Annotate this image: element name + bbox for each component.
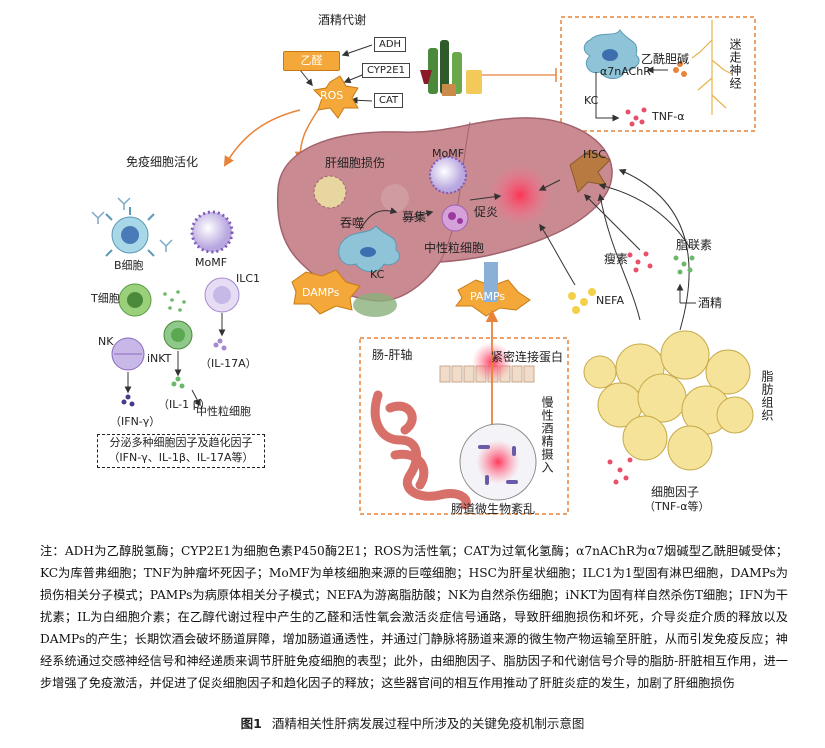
portal-vein: [484, 262, 498, 302]
ilc1-cell: [204, 277, 240, 313]
t-cell-secretion: [163, 290, 186, 312]
label-phagocytosis: 吞噬: [340, 216, 365, 230]
label-adipose: 脂肪组织: [760, 370, 774, 422]
label-cat: CAT: [374, 93, 404, 108]
secretion-line2: （IFN-γ、IL-1β、IL-17A等）: [108, 451, 254, 464]
label-nk: NK: [98, 335, 114, 348]
secretion-box: 分泌多种细胞因子及趋化因子 （IFN-γ、IL-1β、IL-17A等）: [97, 434, 265, 468]
diagram-canvas: 酒精代谢 ADH CYP2E1 CAT 乙醛 ROS 乙酰胆碱 α7nAChR …: [91, 13, 774, 516]
label-alcohol-inhibit: 酒精: [698, 296, 723, 310]
nefa-dots: [568, 288, 596, 314]
ros-burst: [312, 75, 359, 119]
secretion-line1: 分泌多种细胞因子及趋化因子: [109, 436, 253, 449]
diagram-svg: [91, 16, 756, 515]
label-momf-left: MoMF: [195, 256, 228, 269]
adipose-tissue: [583, 330, 754, 471]
label-momf-top: MoMF: [432, 147, 465, 160]
inkt-cell: [163, 320, 193, 350]
label-b-cell: B细胞: [114, 259, 144, 272]
label-kc-mid: KC: [370, 268, 385, 281]
label-acetylcholine: 乙酰胆碱: [641, 52, 690, 66]
label-alcohol-metabolism: 酒精代谢: [318, 13, 367, 27]
nk-cell: [111, 337, 145, 371]
label-neutrophil-left: 中性粒细胞: [196, 405, 251, 418]
label-damps: DAMPs: [302, 286, 340, 299]
label-gut-microbiota: 肠道微生物紊乱: [451, 502, 536, 516]
label-ilc1: ILC1: [236, 272, 261, 285]
label-recruit: 募集: [402, 210, 427, 224]
acetylcholine-dots: [673, 67, 679, 73]
figure-caption: 图1 酒精相关性肝病发展过程中所涉及的关键免疫机制示意图: [0, 713, 825, 732]
t-cell: [118, 283, 152, 317]
label-a7nachr: α7nAChR: [600, 65, 651, 78]
label-adiponectin: 脂联素: [676, 238, 713, 252]
momf-cell-top: [429, 156, 467, 194]
label-neutrophil-mid: 中性粒细胞: [424, 241, 485, 255]
gut-liver-box: [359, 337, 569, 515]
label-cytokines-sub: （TNF-α等）: [644, 500, 710, 513]
label-pamps: PAMPs: [470, 290, 506, 303]
label-ifn-g: （IFN-γ）: [110, 415, 161, 428]
label-ros: ROS: [320, 89, 344, 102]
label-nefa: NEFA: [596, 294, 625, 307]
label-leptin: 瘦素: [604, 252, 629, 266]
figure-note: 注：ADH为乙醇脱氢酶；CYP2E1为细胞色素P450酶2E1；ROS为活性氧；…: [40, 544, 788, 690]
label-immune-activation: 免疫细胞活化: [126, 155, 199, 169]
kc-cell-top: [583, 29, 640, 79]
label-t-cell: T细胞: [91, 292, 120, 305]
label-chronic-alcohol: 慢性酒精摄入: [540, 396, 554, 474]
label-hsc: HSC: [583, 148, 606, 161]
b-cell: [105, 207, 155, 257]
figure-title: 酒精相关性肝病发展过程中所涉及的关键免疫机制示意图: [271, 716, 585, 731]
label-tnf: TNF-α: [652, 110, 685, 123]
tnf-dots: [625, 107, 647, 127]
adipose-cytokine-dots: [607, 457, 633, 485]
vagus-nerve: [691, 20, 733, 115]
injured-hepatocyte: [313, 175, 347, 209]
figure-number: 图1: [240, 716, 262, 731]
momf-cell-left: [190, 210, 234, 254]
adiponectin-dots: [673, 255, 695, 275]
leptin-dots: [627, 251, 653, 273]
label-vagus: 迷走神经: [728, 38, 742, 90]
label-acetaldehyde: 乙醛: [283, 51, 340, 71]
label-tight-junction: 紧密连接蛋白: [491, 350, 564, 364]
label-inkt: iNKT: [147, 352, 172, 365]
damps-burst: [291, 269, 361, 315]
label-adh: ADH: [374, 37, 407, 52]
label-gut-liver-axis: 肠-肝轴: [372, 348, 413, 362]
label-cytokines: 细胞因子: [651, 485, 700, 499]
label-il17a: （IL-17A）: [200, 357, 257, 370]
intestine: [370, 390, 471, 510]
label-pro-inflammation: 促炎: [474, 205, 499, 219]
label-liver-injury: 肝细胞损伤: [325, 156, 386, 170]
label-il1b: （IL-1 β）: [158, 398, 211, 411]
label-kc-top: KC: [584, 94, 599, 107]
bottles: [420, 40, 482, 96]
label-cyp2e1: CYP2E1: [362, 63, 410, 78]
